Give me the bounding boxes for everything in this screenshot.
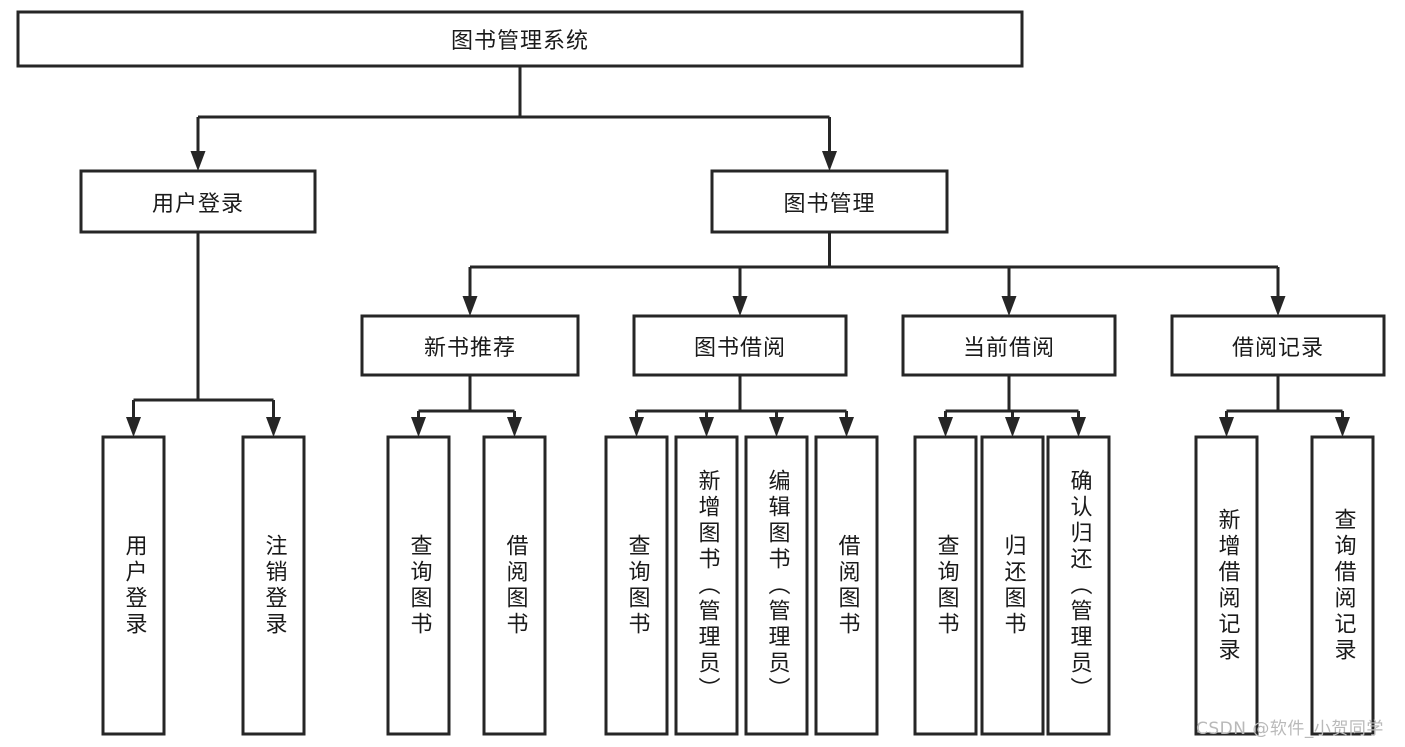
node-box-leaf-query-book-recommend[interactable] (386, 435, 451, 736)
node-box-leaf-add-borrow-record[interactable] (1194, 435, 1259, 736)
node-box-leaf-return-book[interactable] (980, 435, 1045, 736)
arrow-head-icon (190, 151, 206, 171)
node-box-borrow-records[interactable] (1170, 314, 1386, 377)
node-box-current-borrow[interactable] (901, 314, 1117, 377)
arrow-head-icon (629, 417, 644, 437)
node-box-leaf-logout-login[interactable] (241, 435, 306, 736)
arrow-head-icon (462, 296, 478, 316)
node-box-book-management[interactable] (710, 169, 949, 234)
arrow-head-icon (1071, 417, 1086, 437)
boxes-layer (16, 10, 1386, 736)
node-box-leaf-edit-book-admin[interactable] (744, 435, 809, 736)
connectors-layer (126, 66, 1350, 437)
arrow-head-icon (266, 417, 281, 437)
arrow-head-icon (699, 417, 714, 437)
node-box-root[interactable] (16, 10, 1024, 68)
arrow-head-icon (938, 417, 953, 437)
arrow-head-icon (769, 417, 784, 437)
node-box-user-login[interactable] (79, 169, 317, 234)
node-box-leaf-confirm-return-admin[interactable] (1046, 435, 1111, 736)
watermark-text: CSDN @软件_小贺同学 (1196, 719, 1384, 739)
arrow-head-icon (507, 417, 522, 437)
arrow-head-icon (822, 151, 837, 171)
arrow-head-icon (1219, 417, 1234, 437)
node-box-leaf-borrow-book-recommend[interactable] (482, 435, 547, 736)
arrow-head-icon (1335, 417, 1350, 437)
arrow-head-icon (1005, 417, 1020, 437)
node-box-leaf-add-book-admin[interactable] (674, 435, 739, 736)
arrow-head-icon (732, 296, 748, 316)
node-box-leaf-query-book-borrow[interactable] (604, 435, 669, 736)
node-box-leaf-user-login[interactable] (101, 435, 166, 736)
arrow-head-icon (839, 417, 854, 437)
arrow-head-icon (1270, 296, 1286, 316)
node-box-leaf-borrow-book[interactable] (814, 435, 879, 736)
arrow-head-icon (411, 417, 426, 437)
arrow-head-icon (1001, 296, 1017, 316)
node-box-leaf-query-book-current[interactable] (913, 435, 978, 736)
arrow-head-icon (126, 417, 141, 437)
node-box-leaf-query-borrow-record[interactable] (1310, 435, 1375, 736)
node-box-book-borrow[interactable] (632, 314, 848, 377)
node-box-new-book-recommend[interactable] (360, 314, 580, 377)
